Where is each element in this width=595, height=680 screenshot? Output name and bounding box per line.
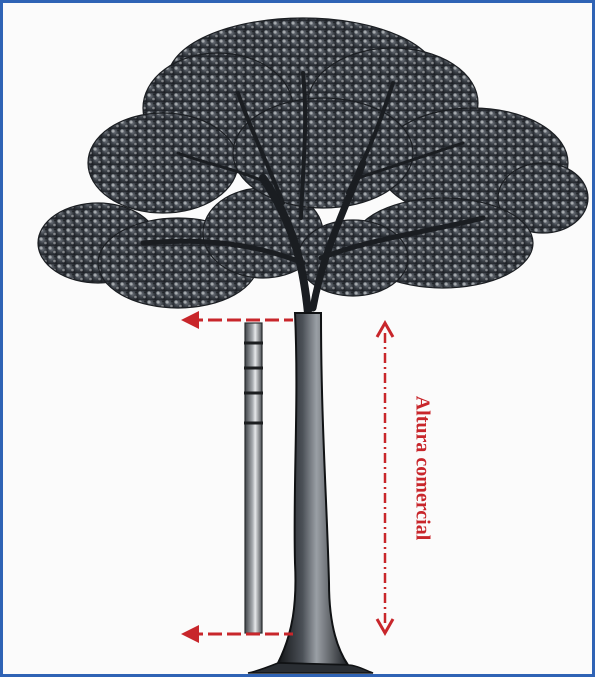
height-label: Altura comercial (411, 396, 433, 541)
tree-diagram: Altura comercial (3, 3, 595, 680)
tree-crown (38, 18, 588, 308)
tree-trunk (278, 313, 348, 665)
bottom-arrow (181, 625, 293, 643)
measuring-pole (244, 323, 263, 633)
tree-roots (248, 663, 373, 673)
height-dimension (377, 323, 393, 633)
top-arrow (181, 311, 293, 329)
